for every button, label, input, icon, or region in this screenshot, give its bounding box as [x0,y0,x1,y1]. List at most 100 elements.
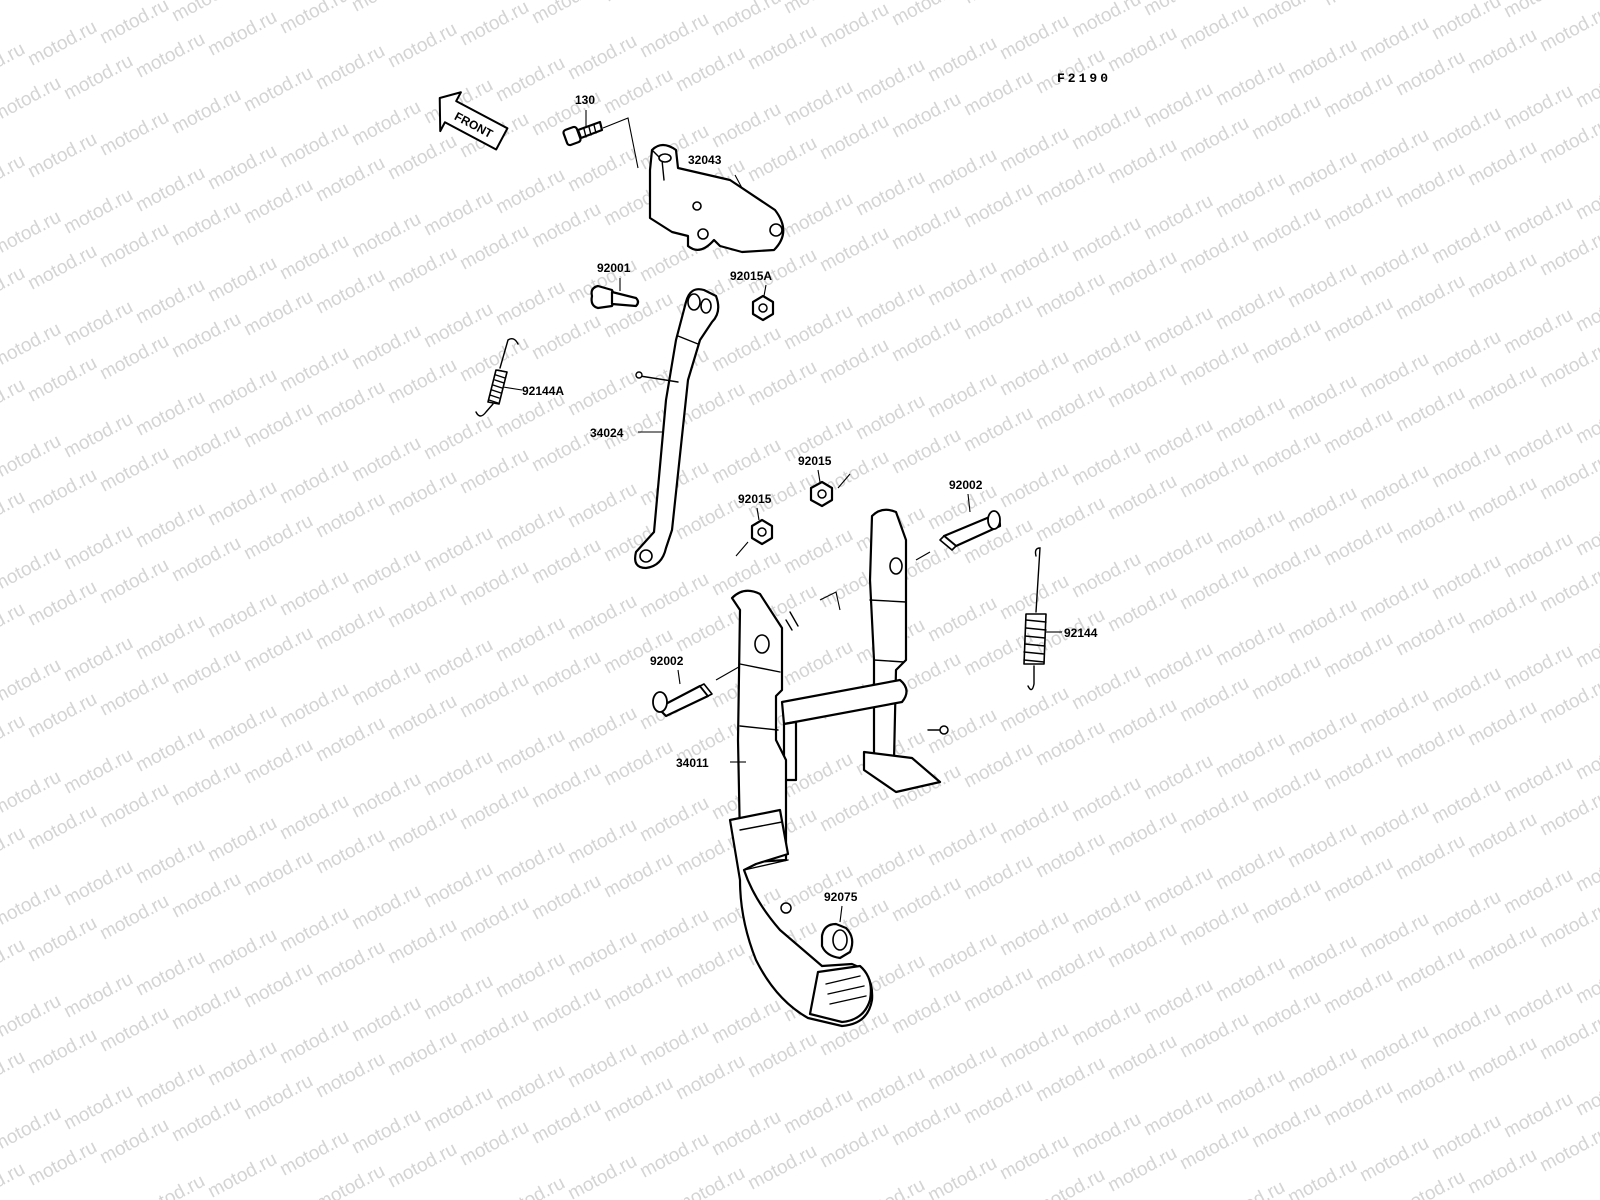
watermark-text: motod.ru [1248,987,1324,1041]
watermark-text: motod.ru [240,63,316,117]
watermark-text: motod.ru [240,623,316,677]
watermark-text: motod.ru [888,201,964,255]
watermark-text: motod.ru [1140,303,1216,357]
watermark-text: motod.ru [1428,103,1504,157]
nut-92015-mid [735,507,774,557]
watermark-text: motod.ru [0,151,29,205]
watermark-text: motod.ru [1212,841,1288,895]
label-34024: 34024 [590,426,624,440]
watermark-text: motod.ru [1176,449,1252,503]
spring-92144 [1023,547,1062,691]
watermark-text: motod.ru [132,835,208,889]
watermark-text: motod.ru [1032,941,1108,995]
watermark-text: motod.ru [600,961,676,1015]
watermark-text: motod.ru [1032,829,1108,883]
watermark-text: motod.ru [1284,259,1360,313]
watermark-text: motod.ru [0,599,29,653]
watermark-text: motod.ru [564,143,640,197]
diagram-code: F2190 [1057,71,1111,86]
watermark-text: motod.ru [168,757,244,811]
watermark-text: motod.ru [348,993,424,1047]
watermark-text: motod.ru [1428,439,1504,493]
watermark-text: motod.ru [780,0,856,18]
watermark-text: motod.ru [1068,437,1144,491]
watermark-text: motod.ru [1104,471,1180,525]
watermark-text: motod.ru [744,1029,820,1083]
watermark-text: motod.ru [492,837,568,891]
watermark-text: motod.ru [564,367,640,421]
watermark-text: motod.ru [240,399,316,453]
watermark-text: motod.ru [1392,719,1468,773]
watermark-text: motod.ru [528,983,604,1037]
watermark-text: motod.ru [528,647,604,701]
watermark-text: motod.ru [1356,909,1432,963]
watermark-text: motod.ru [564,31,640,85]
watermark-text: motod.ru [168,645,244,699]
watermark-text: motod.ru [672,603,748,657]
watermark-text: motod.ru [204,253,280,307]
watermark-text: motod.ru [420,747,496,801]
watermark-text: motod.ru [204,7,280,61]
watermark-text: motod.ru [1320,405,1396,459]
watermark-text: motod.ru [348,769,424,823]
watermark-text: motod.ru [744,357,820,411]
watermark-text: motod.ru [1536,3,1600,57]
watermark-text: motod.ru [528,871,604,925]
watermark-text: motod.ru [1464,1033,1540,1087]
watermark-text: motod.ru [1284,1043,1360,1097]
watermark-text: motod.ru [60,633,136,687]
label-92015-top: 92015 [798,454,832,468]
watermark-text: motod.ru [1464,921,1540,975]
watermark-text: motod.ru [384,691,460,745]
watermark-text: motod.ru [0,487,29,541]
watermark-text: motod.ru [1536,115,1600,169]
watermark-text: motod.ru [1140,527,1216,581]
watermark-text: motod.ru [60,745,136,799]
watermark-text: motod.ru [1572,1067,1600,1121]
watermark-text: motod.ru [1392,1055,1468,1109]
watermark-text: motod.ru [852,1175,928,1200]
watermark-text: motod.ru [1104,23,1180,77]
watermark-text: motod.ru [1572,59,1600,113]
watermark-text: motod.ru [312,153,388,207]
watermark-text: motod.ru [816,335,892,389]
watermark-text: motod.ru [1464,697,1540,751]
watermark-text: motod.ru [1500,0,1576,22]
watermark-text: motod.ru [456,1117,532,1171]
watermark-text: motod.ru [708,323,784,377]
watermark-text: motod.ru [276,231,352,285]
watermark-text: motod.ru [1500,529,1576,583]
watermark-text: motod.ru [0,73,65,127]
watermark-text: motod.ru [312,377,388,431]
watermark-text: motod.ru [1248,203,1324,257]
watermark-text: motod.ru [1104,1143,1180,1197]
watermark-text: motod.ru [0,375,29,429]
watermark-text: motod.ru [1428,999,1504,1053]
watermark-text: motod.ru [96,443,172,497]
watermark-text: motod.ru [996,1019,1072,1073]
watermark-text: motod.ru [1212,505,1288,559]
watermark-text: motod.ru [1392,383,1468,437]
watermark-text: motod.ru [1140,1087,1216,1141]
watermark-text: motod.ru [852,279,928,333]
watermark-text: motod.ru [1176,785,1252,839]
watermark-text: motod.ru [0,543,65,597]
watermark-text: motod.ru [96,1115,172,1169]
watermark-text: motod.ru [1572,955,1600,1009]
pin-92002-right [915,493,1002,561]
watermark-text: motod.ru [960,0,1036,8]
watermark-text: motod.ru [1500,417,1576,471]
watermark-text: motod.ru [1320,853,1396,907]
watermark-text: motod.ru [168,309,244,363]
bracket-32043 [648,143,785,254]
watermark-text: motod.ru [528,311,604,365]
watermark-text: motod.ru [1464,25,1540,79]
watermark-text: motod.ru [564,1039,640,1093]
nut-92015A [751,284,775,322]
watermark-text: motod.ru [492,277,568,331]
watermark-text: motod.ru [492,1061,568,1115]
watermark-text: motod.ru [24,689,100,743]
watermark-text: motod.ru [1356,1021,1432,1075]
label-34011: 34011 [676,756,709,770]
watermark-text: motod.ru [312,41,388,95]
